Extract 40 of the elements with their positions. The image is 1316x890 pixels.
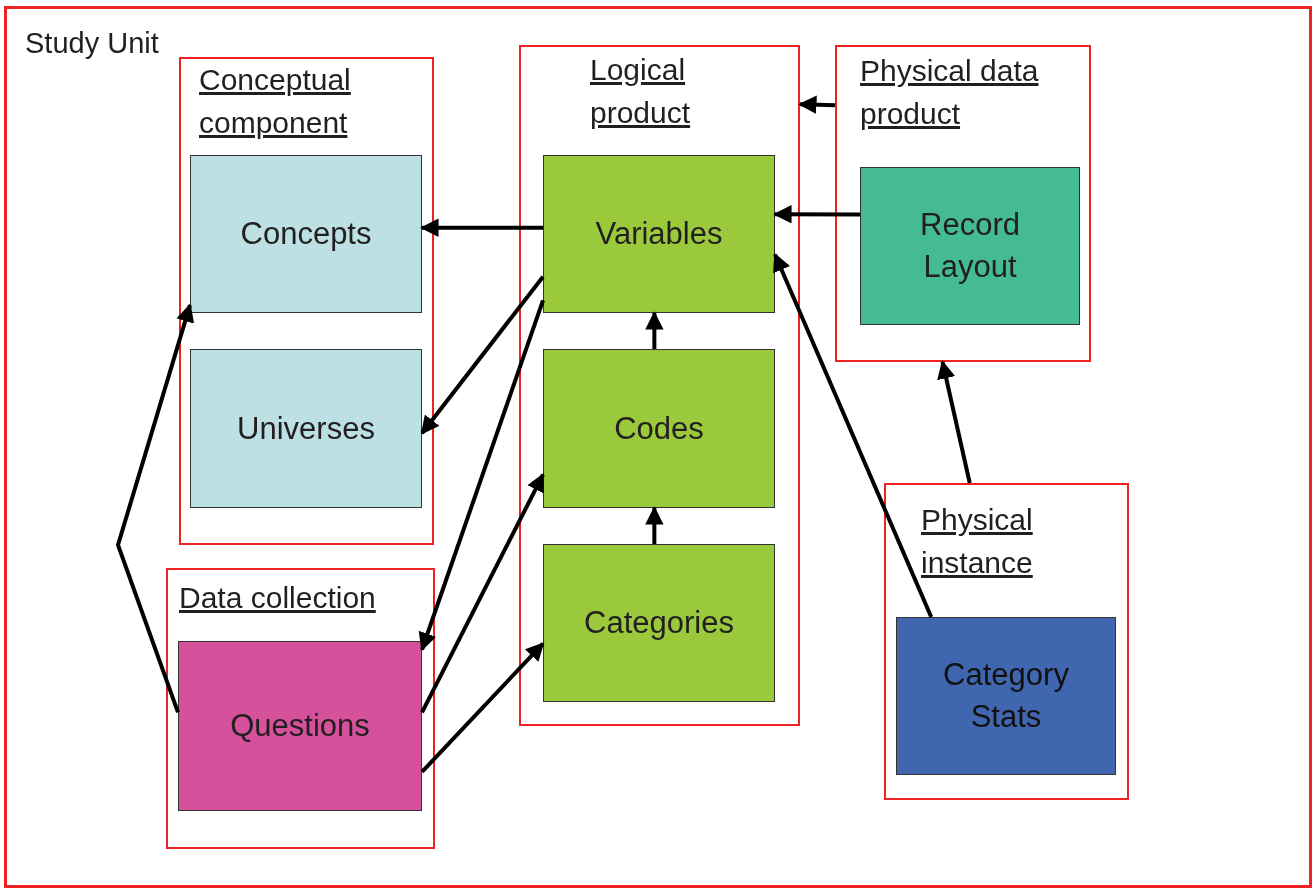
entity-box xyxy=(860,167,1080,325)
arrow xyxy=(645,311,664,349)
package-title: Data collection xyxy=(179,580,377,616)
box-label: Questions xyxy=(230,707,370,746)
package-frame xyxy=(519,45,800,726)
arrow xyxy=(420,218,543,237)
entity-box xyxy=(896,617,1116,775)
package-title: Physical data product xyxy=(860,53,1040,132)
box-label: Category Stats xyxy=(942,656,1070,736)
box-label: Record Layout xyxy=(919,206,1021,286)
arrow xyxy=(937,360,972,484)
entity-box xyxy=(190,155,422,313)
package-title: Logical product xyxy=(590,52,692,131)
arrow xyxy=(773,252,934,618)
arrow xyxy=(418,299,545,652)
box-label: Concepts xyxy=(240,215,372,254)
entity-box xyxy=(543,544,775,702)
box-label: Universes xyxy=(237,409,375,448)
package-frame xyxy=(166,568,435,849)
arrow xyxy=(798,95,836,114)
arrow xyxy=(773,205,860,224)
package-frame xyxy=(179,57,434,545)
box-label: Variables xyxy=(595,215,723,254)
arrow xyxy=(420,642,545,774)
package-title: Physical instance xyxy=(921,502,1034,581)
package-frame xyxy=(884,483,1129,800)
package-frame xyxy=(835,45,1091,362)
arrow xyxy=(420,472,545,714)
box-label: Categories xyxy=(584,604,734,643)
package-title: Study Unit xyxy=(25,26,160,61)
package-title: Conceptual component xyxy=(199,62,352,141)
arrow xyxy=(115,303,195,714)
entity-box xyxy=(190,349,422,508)
study-unit-frame xyxy=(4,6,1312,888)
entity-box xyxy=(543,349,775,508)
arrow xyxy=(420,275,545,435)
box-label: Codes xyxy=(614,409,704,448)
entity-box xyxy=(178,641,422,811)
entity-box xyxy=(543,155,775,313)
arrow xyxy=(645,506,664,544)
